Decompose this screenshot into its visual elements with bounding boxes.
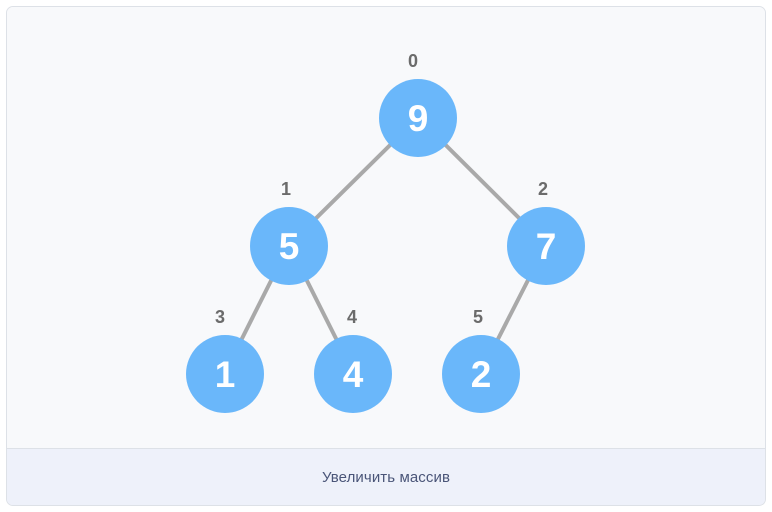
- tree-node[interactable]: 4: [314, 335, 392, 413]
- grow-array-button[interactable]: Увеличить массив: [321, 468, 451, 486]
- node-index-label: 1: [281, 179, 292, 199]
- tree-node[interactable]: 1: [186, 335, 264, 413]
- tree-node[interactable]: 7: [507, 207, 585, 285]
- card-footer: Увеличить массив: [7, 448, 765, 505]
- tree-node[interactable]: 9: [379, 79, 457, 157]
- node-index-label: 5: [473, 307, 484, 327]
- node-index-label: 0: [408, 51, 419, 71]
- node-index-label: 2: [538, 179, 549, 199]
- tree-node[interactable]: 2: [442, 335, 520, 413]
- node-index-label: 3: [215, 307, 226, 327]
- tree-node[interactable]: 5: [250, 207, 328, 285]
- node-index-label: 4: [347, 307, 358, 327]
